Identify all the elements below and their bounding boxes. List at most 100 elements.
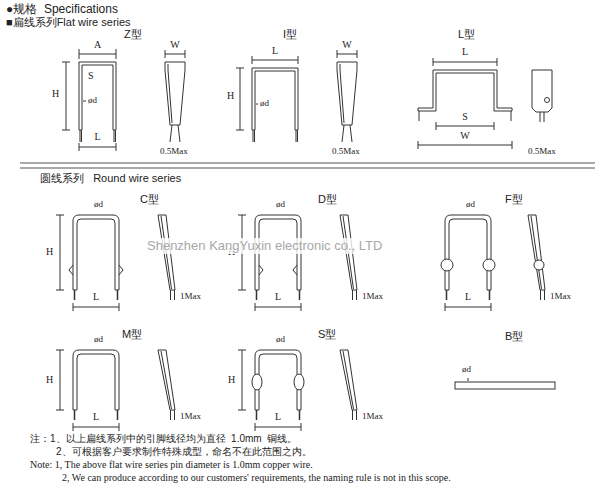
round-wire-u bbox=[73, 350, 119, 420]
dimension-line bbox=[445, 303, 491, 311]
dimension-label: L bbox=[462, 46, 468, 59]
wire-bulge bbox=[252, 374, 262, 390]
dimension-line bbox=[56, 350, 64, 410]
c-type-front bbox=[56, 215, 175, 311]
round-wire-side bbox=[528, 215, 545, 300]
f-type-front bbox=[441, 215, 545, 311]
dimension-label: ød bbox=[94, 334, 103, 345]
dimension-label: H bbox=[228, 374, 235, 387]
type-name: F型 bbox=[505, 193, 523, 207]
dimension-line bbox=[79, 143, 116, 151]
s-type-front bbox=[238, 350, 357, 431]
type-name: L型 bbox=[458, 28, 475, 42]
flat-wire-side bbox=[165, 62, 185, 125]
leader-line bbox=[83, 101, 86, 102]
round-wire-side bbox=[340, 350, 357, 420]
dimension-label: 0.5Max bbox=[332, 146, 360, 157]
dimension-label: W bbox=[170, 39, 179, 52]
round-wire-side bbox=[158, 215, 175, 300]
dimension-line bbox=[56, 215, 64, 290]
type-name: S型 bbox=[318, 328, 336, 342]
lead-pin bbox=[253, 130, 298, 142]
dimension-label: ød bbox=[276, 199, 285, 210]
dimension-label: 1Max bbox=[362, 291, 383, 302]
dimension-line bbox=[73, 423, 119, 431]
dimension-label: H bbox=[52, 88, 59, 101]
type-name: D型 bbox=[318, 193, 337, 207]
dimension-line bbox=[165, 50, 185, 58]
dimension-label: ød bbox=[276, 334, 285, 345]
dimension-label: 0.5Max bbox=[528, 146, 556, 157]
lead-pin bbox=[342, 125, 352, 142]
flat-wire-side bbox=[337, 62, 357, 125]
pin-hole bbox=[545, 98, 550, 103]
dimension-label: ød bbox=[466, 199, 475, 210]
watermark: Shenzhen KangYuxin electronic co., LTD bbox=[145, 238, 384, 254]
round-wire-u bbox=[255, 215, 301, 300]
dimension-label: W bbox=[460, 130, 469, 143]
note-text: 2、可根据客户要求制作特殊成型，命名不在此范围之内。 bbox=[56, 446, 312, 459]
dimension-line bbox=[79, 49, 116, 59]
dimension-label: L bbox=[93, 291, 99, 304]
dimension-label: ød bbox=[462, 364, 471, 375]
dimension-label: W bbox=[342, 39, 351, 52]
note-text: 2, We can produce according to our custo… bbox=[62, 472, 451, 485]
dimension-label: ød bbox=[260, 98, 269, 109]
wire-bead bbox=[441, 259, 453, 271]
dimension-label: 1Max bbox=[180, 291, 201, 302]
dimension-line bbox=[62, 62, 70, 130]
dimension-label: S bbox=[88, 70, 94, 83]
round-wire-u bbox=[445, 215, 491, 300]
leader-line bbox=[468, 378, 469, 381]
lead-pin bbox=[540, 112, 544, 122]
wire-kink bbox=[69, 265, 123, 275]
straight-wire bbox=[455, 382, 555, 389]
wire-bead bbox=[483, 259, 495, 271]
flat-wire-strip bbox=[79, 62, 116, 130]
type-name: C型 bbox=[140, 193, 159, 207]
m-type-front bbox=[56, 350, 175, 431]
dimension-line bbox=[236, 68, 244, 130]
wire-kink bbox=[259, 265, 297, 275]
dimension-label: L bbox=[94, 131, 100, 144]
d-type-front bbox=[238, 215, 357, 311]
dimension-label: S bbox=[462, 111, 468, 124]
type-name: Z型 bbox=[124, 28, 142, 42]
round-wire-u bbox=[73, 215, 119, 300]
dimension-label: H bbox=[227, 90, 234, 103]
l-type-front bbox=[418, 58, 512, 149]
flat-wire-strip bbox=[252, 68, 298, 130]
section-separator bbox=[20, 163, 595, 168]
flat-wire-edge bbox=[340, 64, 344, 123]
dimension-label: H bbox=[46, 246, 53, 259]
dimension-line bbox=[255, 303, 301, 311]
dimension-label: A bbox=[94, 39, 101, 52]
dimension-label: L bbox=[272, 45, 278, 58]
type-name: M型 bbox=[122, 328, 142, 342]
leader-line bbox=[256, 104, 258, 105]
lead-pin bbox=[170, 125, 180, 142]
section-heading: 圆线系列 Round wire series bbox=[40, 172, 181, 186]
b-type bbox=[455, 378, 555, 389]
dimension-label: ød bbox=[88, 95, 97, 106]
type-name: I型 bbox=[283, 28, 297, 42]
flat-wire-strip bbox=[418, 70, 512, 111]
dimension-label: L bbox=[275, 411, 281, 424]
l-type-side bbox=[532, 70, 552, 122]
i-type-side bbox=[337, 50, 357, 142]
section-heading: ■扁线系列Flat wire series bbox=[6, 16, 131, 30]
page-title: ●规格 Specifications bbox=[6, 2, 118, 17]
dimension-label: ød bbox=[94, 199, 103, 210]
dimension-label: 1Max bbox=[550, 291, 571, 302]
dimension-line bbox=[73, 303, 119, 311]
dimension-label: H bbox=[46, 374, 53, 387]
note-text: Note: 1, The above flat wire series pin … bbox=[30, 459, 313, 472]
z-type-front bbox=[62, 49, 116, 151]
dimension-line bbox=[418, 141, 512, 149]
dimension-line bbox=[337, 50, 357, 58]
dimension-line bbox=[436, 122, 494, 130]
dimension-label: 1Max bbox=[362, 411, 383, 422]
dimension-label: L bbox=[275, 291, 281, 304]
flat-wire-edge bbox=[168, 64, 172, 123]
